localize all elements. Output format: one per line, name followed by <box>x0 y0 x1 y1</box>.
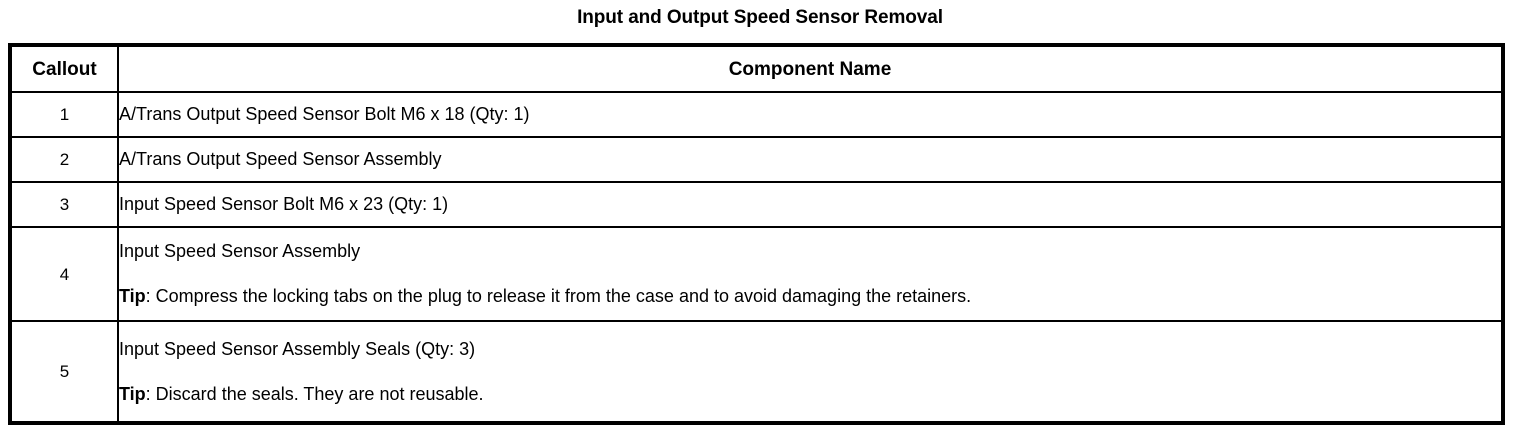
table-row: 1 A/Trans Output Speed Sensor Bolt M6 x … <box>9 91 1504 138</box>
page-title: Input and Output Speed Sensor Removal <box>577 7 943 28</box>
cell-callout: 2 <box>9 136 119 183</box>
table-header-row: Callout Component Name <box>9 44 1504 93</box>
tip-text: : Compress the locking tabs on the plug … <box>145 286 972 306</box>
component-name-text: Input Speed Sensor Assembly <box>119 241 361 262</box>
tip-note: Tip: Compress the locking tabs on the pl… <box>119 286 1501 307</box>
cell-component-name: Input Speed Sensor Assembly Seals (Qty: … <box>117 320 1504 424</box>
cell-callout: 3 <box>9 181 119 228</box>
tip-label: Tip <box>119 286 146 306</box>
cell-component-name: A/Trans Output Speed Sensor Assembly <box>117 136 1504 183</box>
component-name-text: A/Trans Output Speed Sensor Assembly <box>119 149 442 170</box>
cell-component-name: A/Trans Output Speed Sensor Bolt M6 x 18… <box>117 91 1504 138</box>
table-body: 1 A/Trans Output Speed Sensor Bolt M6 x … <box>9 91 1504 424</box>
column-header-callout: Callout <box>9 44 119 93</box>
table-row: 3 Input Speed Sensor Bolt M6 x 23 (Qty: … <box>9 181 1504 228</box>
cell-callout: 1 <box>9 91 119 138</box>
parts-table-container: Callout Component Name 1 A/Trans Output … <box>8 43 1505 425</box>
parts-table: Callout Component Name 1 A/Trans Output … <box>8 43 1505 425</box>
document-page: Input and Output Speed Sensor Removal Ca… <box>8 7 1505 425</box>
tip-label: Tip <box>119 383 146 404</box>
column-header-component-name: Component Name <box>117 44 1504 93</box>
table-row: 4 Input Speed Sensor Assembly Tip: Compr… <box>9 226 1504 322</box>
table-header: Callout Component Name <box>9 44 1504 93</box>
component-name-stack: Input Speed Sensor Assembly Seals (Qty: … <box>119 322 1501 421</box>
table-row: 2 A/Trans Output Speed Sensor Assembly <box>9 136 1504 183</box>
table-row: 5 Input Speed Sensor Assembly Seals (Qty… <box>9 320 1504 424</box>
component-name-stack: A/Trans Output Speed Sensor Bolt M6 x 18… <box>119 93 1501 136</box>
cell-component-name: Input Speed Sensor Bolt M6 x 23 (Qty: 1) <box>117 181 1504 228</box>
cell-callout: 4 <box>9 226 119 322</box>
tip-note: Tip: Discard the seals. They are not reu… <box>119 384 1501 405</box>
component-name-text: A/Trans Output Speed Sensor Bolt M6 x 18… <box>119 104 530 125</box>
component-name-text: Input Speed Sensor Bolt M6 x 23 (Qty: 1) <box>119 194 449 215</box>
component-name-stack: A/Trans Output Speed Sensor Assembly <box>119 138 1501 181</box>
cell-callout: 5 <box>9 320 119 424</box>
tip-text: : Discard the seals. They are not reusab… <box>145 383 484 404</box>
cell-component-name: Input Speed Sensor Assembly Tip: Compres… <box>117 226 1504 322</box>
component-name-stack: Input Speed Sensor Assembly Tip: Compres… <box>119 228 1501 320</box>
component-name-stack: Input Speed Sensor Bolt M6 x 23 (Qty: 1) <box>119 183 1501 226</box>
component-name-text: Input Speed Sensor Assembly Seals (Qty: … <box>119 338 476 359</box>
